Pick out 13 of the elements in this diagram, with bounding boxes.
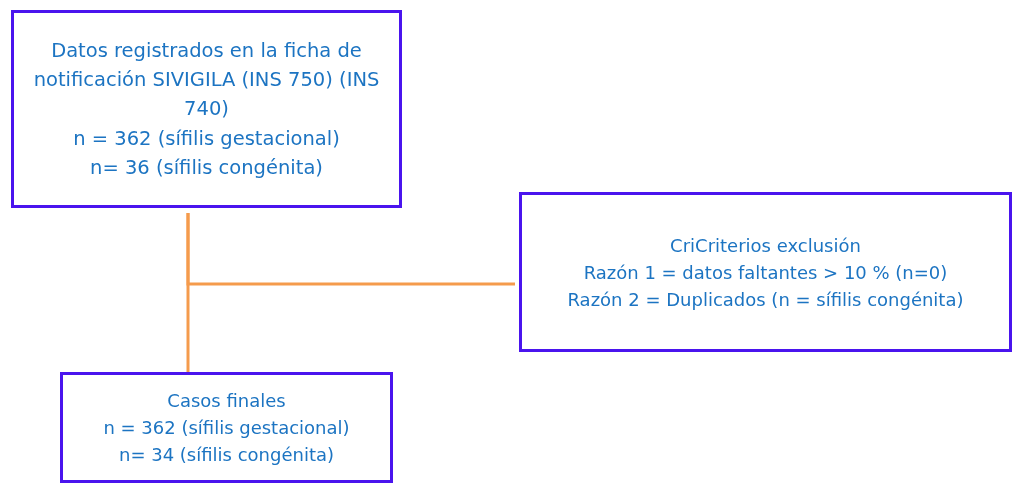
box-text: Razón 2 = Duplicados (n = sífilis congénita) — [567, 287, 964, 312]
process-box — [519, 192, 1012, 352]
box-text: n = 362 (sífilis gestacional) — [103, 416, 350, 440]
box-text: n = 362 (sífilis gestacional) — [73, 125, 340, 152]
box-text: Datos registrados en la ficha de notificación SIVIGILA (INS 750) (INS 740) — [32, 37, 381, 123]
box-text: n= 36 (sífilis congénita) — [90, 154, 323, 181]
box-text: Casos finales — [167, 389, 286, 413]
process-box — [11, 10, 402, 208]
box-text: CriCriterios exclusión — [670, 233, 861, 258]
box-text: n= 34 (sífilis congénita) — [119, 443, 334, 467]
connector-line — [186, 213, 515, 286]
process-box — [60, 372, 393, 483]
box-text: Razón 1 = datos faltantes > 10 % (n=0) — [583, 260, 948, 285]
